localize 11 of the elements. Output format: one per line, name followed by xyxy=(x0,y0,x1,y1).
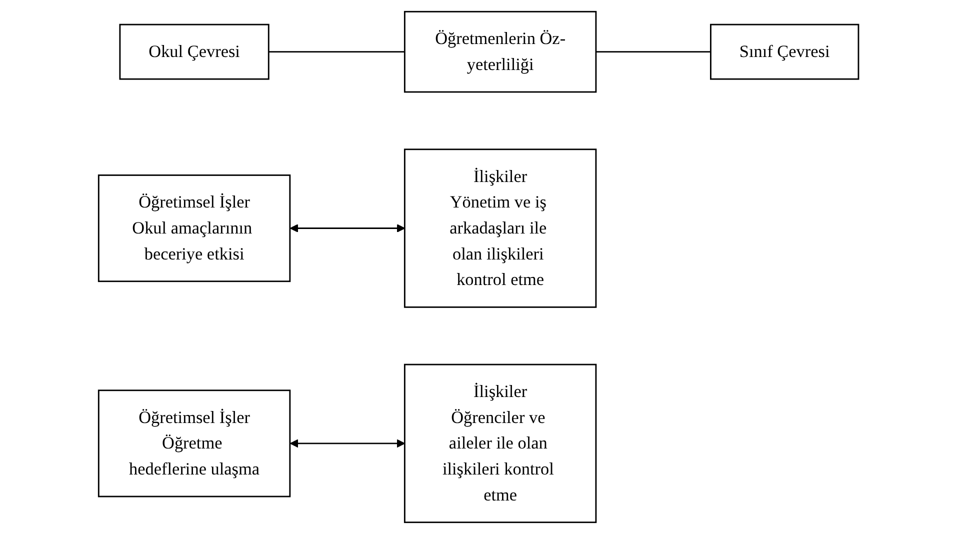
node-box: Okul Çevresi xyxy=(120,24,270,80)
connector xyxy=(596,51,712,53)
connector xyxy=(269,51,406,53)
node-box: Öğretimsel İşler Öğretme hedeflerine ulaşma xyxy=(98,390,292,498)
node-box: Öğretmenlerin Öz-yeterliliği xyxy=(404,10,598,93)
node-box: İlişkiler Yönetim ve iş arkadaşları ile olan ilişkileri kontrol etme xyxy=(404,148,598,308)
arrow xyxy=(290,439,406,448)
arrow xyxy=(290,224,406,232)
node-box: Sınıf Çevresi xyxy=(710,24,860,80)
node-box: İlişkiler Öğrenciler ve aileler ile olan ilişkileri kontrol etme xyxy=(404,364,598,524)
node-box: Öğretimsel İşler Okul amaçlarının beceriye etkisi xyxy=(98,174,292,282)
